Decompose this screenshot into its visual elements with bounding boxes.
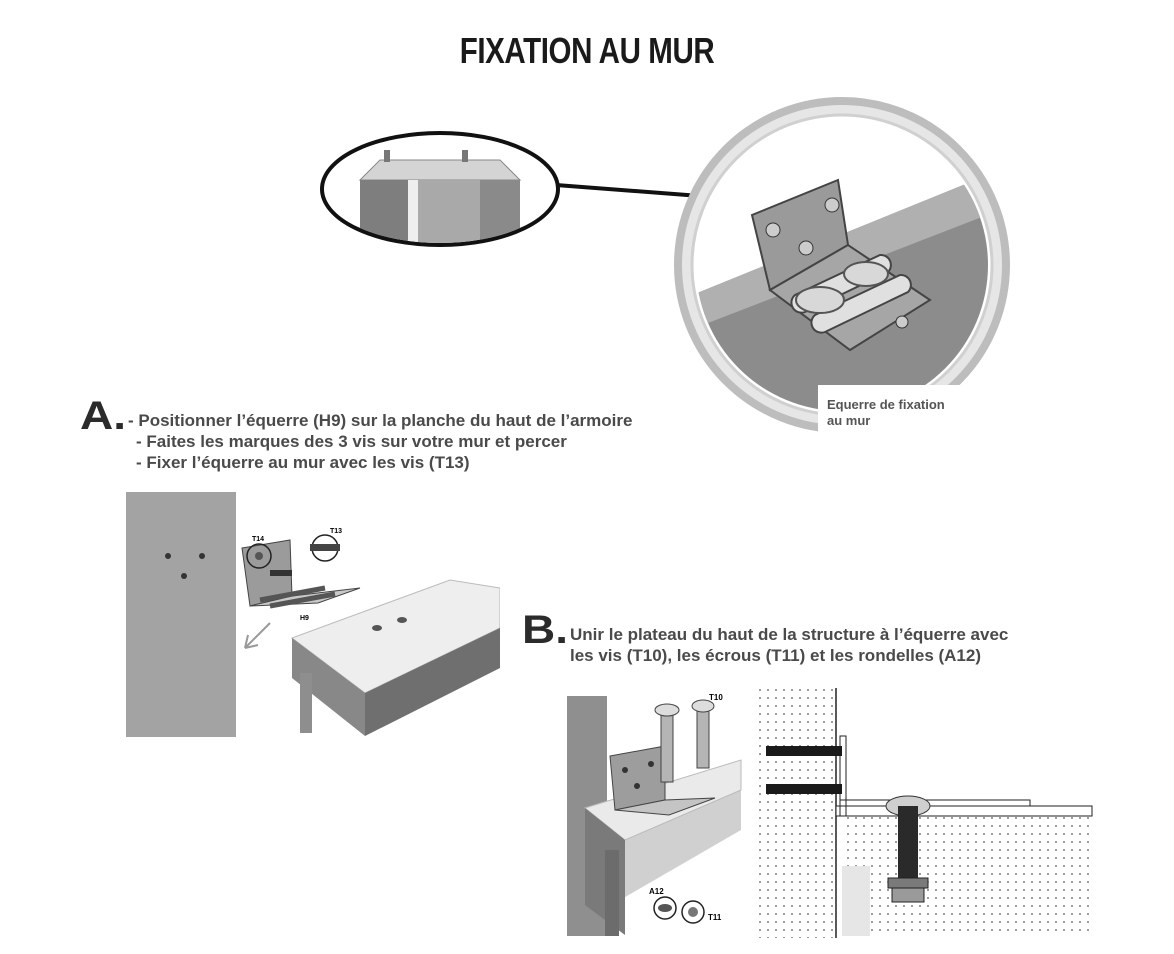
label-t10: T10 xyxy=(709,693,723,702)
step-a-line: - Faites les marques des 3 vis sur votre… xyxy=(136,432,567,451)
step-b-illustration: T10 A12 T11 xyxy=(567,693,742,936)
cabinet-overview xyxy=(320,131,560,247)
detail-caption-line: au mur xyxy=(827,413,871,428)
step-b-instructions: Unir le plateau du haut de la structure … xyxy=(570,624,1008,666)
step-a-line: - Fixer l’équerre au mur avec les vis (T… xyxy=(136,453,470,472)
label-t14: T14 xyxy=(252,536,264,543)
step-b-line: Unir le plateau du haut de la structure … xyxy=(570,625,1009,644)
step-a-illustration: T14 T13 H9 xyxy=(126,492,500,737)
wall-panel xyxy=(126,492,236,737)
label-t13: T13 xyxy=(330,528,342,535)
step-b-letter: B. xyxy=(522,608,568,652)
label-h9: H9 xyxy=(300,615,309,622)
detail-caption-line: Equerre de fixation xyxy=(827,397,945,412)
detail-caption: Equerre de fixation au mur xyxy=(827,397,945,429)
page-title: FIXATION AU MUR xyxy=(459,30,715,71)
callout-connector xyxy=(555,183,701,198)
label-a12: A12 xyxy=(649,887,664,896)
label-t11: T11 xyxy=(708,913,722,922)
step-a-line: - Positionner l’équerre (H9) sur la plan… xyxy=(128,411,633,430)
bracket-detail-circle xyxy=(674,97,1010,433)
step-b-line: les vis (T10), les écrous (T11) et les r… xyxy=(570,646,982,665)
step-b-cross-section xyxy=(758,688,1093,938)
step-a-instructions: - Positionner l’équerre (H9) sur la plan… xyxy=(128,410,632,473)
step-a-letter: A. xyxy=(80,394,126,438)
